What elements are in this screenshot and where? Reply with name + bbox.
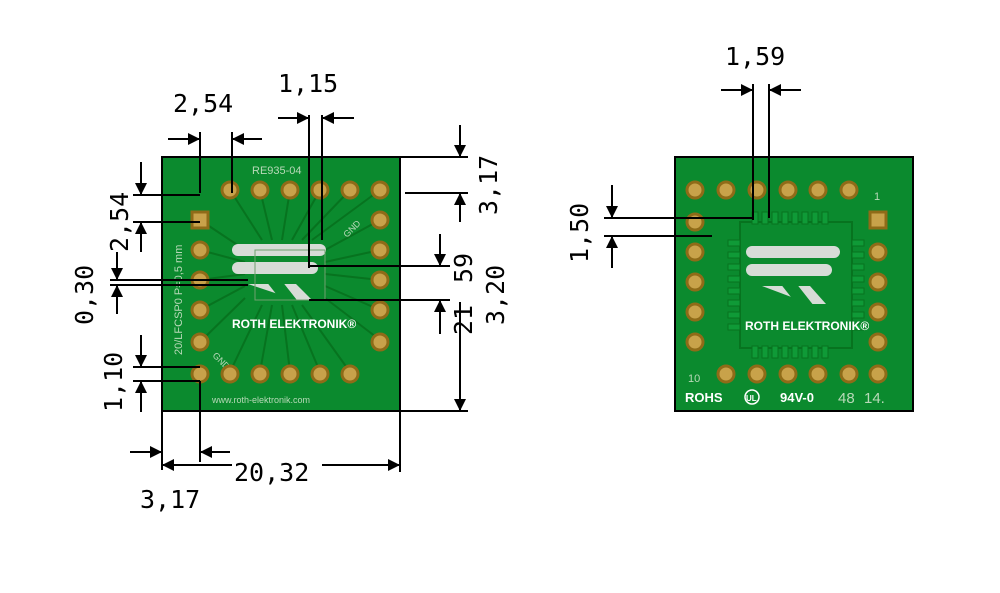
- right-board-date-code-b: 14.: [864, 390, 885, 407]
- right-board: ROTH ELEKTRONIK® 1 10 ROHS: [565, 42, 914, 412]
- right-right-pad-column: [868, 210, 888, 352]
- dim-pitch-top: 2,54: [173, 89, 233, 118]
- right-bottom-pad-row: [716, 364, 888, 384]
- dim-right-pitch-top: 1,59: [725, 42, 785, 71]
- dim-offset-right-mid: 3,20: [481, 265, 510, 325]
- right-top-pad-row: [685, 180, 859, 200]
- dim-center-gap-top: 1,15: [278, 69, 338, 98]
- right-board-pin-1: 1: [874, 191, 880, 203]
- dim-pad-width-left: 1,10: [99, 352, 128, 412]
- left-board-dimension-lines: [110, 112, 468, 472]
- right-board-pin-10: 10: [688, 373, 700, 385]
- left-board-logo: [232, 244, 326, 304]
- right-board-flammability: 94V-0: [780, 390, 814, 405]
- bottom-pad-row: [190, 364, 360, 384]
- right-board-fine-pitch-area: [727, 211, 865, 359]
- ul-mark-icon: UL: [744, 389, 760, 405]
- dim-fine-gap-right: 21: [449, 305, 478, 335]
- dim-offset-right-top: 3,17: [474, 155, 503, 215]
- dim-pad-length-right: 59: [449, 253, 478, 283]
- left-board-url: www.roth-elektronik.com: [211, 395, 310, 405]
- left-board-pads: [190, 180, 390, 384]
- right-board-rohs: ROHS: [685, 390, 723, 405]
- dim-offset-bottom-left: 3,17: [140, 485, 200, 514]
- right-pad-column: [370, 210, 390, 352]
- left-board-part-code: RE935-04: [252, 165, 302, 177]
- dim-fine-gap-left: 0,30: [70, 265, 99, 325]
- left-board-package-text: 20/LFCSP0 P=0,5 mm: [173, 245, 185, 355]
- left-board-brand: ROTH ELEKTRONIK®: [232, 317, 356, 331]
- dim-width-bottom: 20,32: [234, 458, 309, 487]
- dim-pitch-left: 2,54: [105, 192, 134, 252]
- right-board-pads: [685, 180, 888, 384]
- dim-right-pitch-left: 1,50: [565, 203, 594, 263]
- svg-text:UL: UL: [746, 394, 757, 403]
- right-board-logo: [746, 246, 840, 306]
- right-board-dimension-lines: [604, 84, 801, 268]
- left-board: RE935-04 20/LFCSP0 P=0,5 mm GND GND ROTH…: [70, 69, 510, 514]
- right-board-brand: ROTH ELEKTRONIK®: [745, 319, 869, 333]
- right-board-date-code-a: 48: [838, 390, 855, 407]
- top-pad-row: [220, 180, 390, 200]
